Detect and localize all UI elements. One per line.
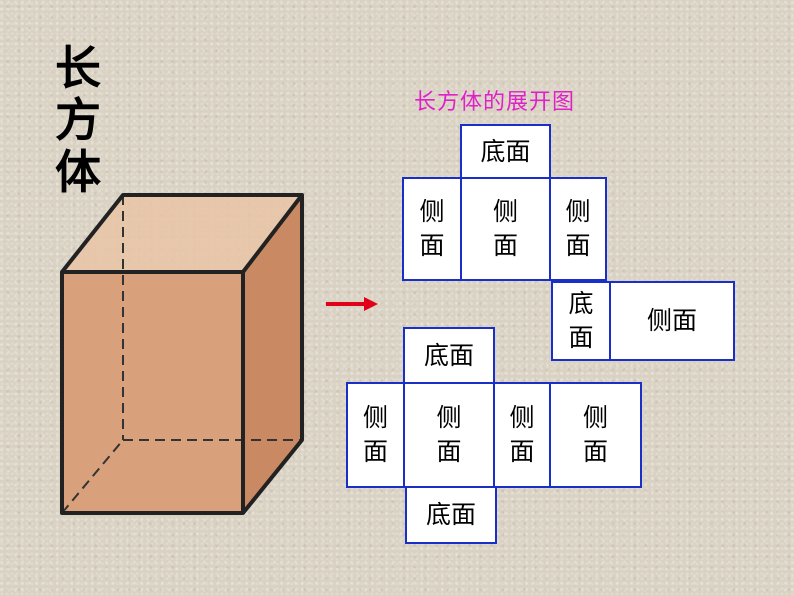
net2-side-4: 侧面 — [549, 382, 642, 488]
net1-side-left: 侧面 — [402, 177, 462, 281]
arrow-icon — [326, 297, 378, 311]
cuboid-title: 长 方 体 — [50, 42, 106, 198]
cuboid-right-face — [243, 195, 302, 513]
net1-side-right: 侧面 — [549, 177, 607, 281]
net1-bottom-top: 底面 — [460, 124, 551, 179]
title-char-3: 体 — [55, 145, 101, 199]
cuboid-front-face — [62, 272, 243, 513]
net2-side-1: 侧面 — [346, 382, 405, 488]
net2-bottom-lower: 底面 — [405, 486, 497, 544]
title-char-1: 长 — [55, 41, 101, 95]
title-char-2: 方 — [55, 93, 101, 147]
net1-bottom-lower: 底面 — [551, 281, 611, 361]
net2-side-2: 侧面 — [403, 382, 495, 488]
net-title: 长方体的展开图 — [414, 90, 576, 115]
net2-bottom-top: 底面 — [403, 327, 495, 384]
net2-side-3: 侧面 — [493, 382, 551, 488]
net1-side-far-right: 侧面 — [609, 281, 735, 361]
net1-side-center: 侧面 — [460, 177, 551, 281]
